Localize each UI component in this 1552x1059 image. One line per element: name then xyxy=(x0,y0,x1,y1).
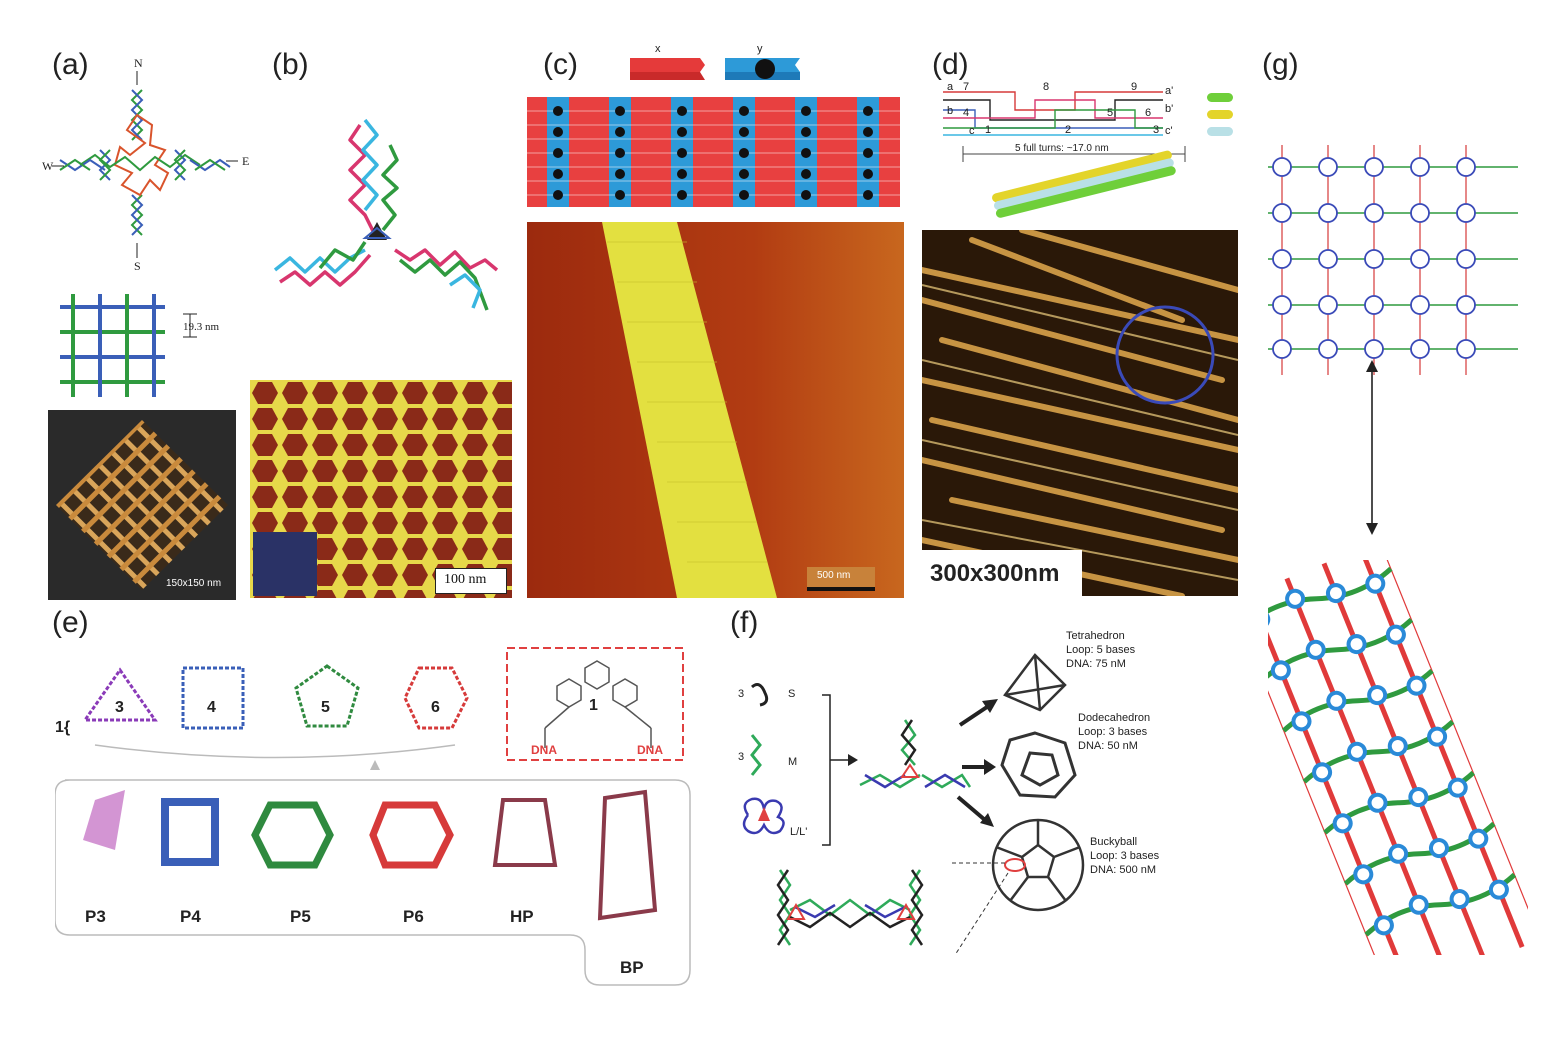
turns-label: 5 full turns: ~17.0 nm xyxy=(1015,143,1109,154)
strand-s-label: S xyxy=(788,688,795,700)
buckyball-name: Buckyball xyxy=(1090,836,1137,848)
scale-bar-box: 100 nm xyxy=(435,568,507,594)
prism-bp-label: BP xyxy=(620,958,644,977)
segment-1: 1 xyxy=(985,124,991,136)
dna-label-left: DNA xyxy=(531,743,557,757)
tiles-x-y-diagram: x y xyxy=(630,43,800,80)
fft-inset xyxy=(253,532,317,596)
panel-d-label: (d) xyxy=(932,48,969,81)
segment-2: 2 xyxy=(1065,124,1071,136)
segment-5: 5 xyxy=(1107,107,1113,119)
polyhedra-assembly-diagram: 3 S 3 M L/L' Tetrahedron Loop: 5 bases D… xyxy=(738,630,1160,956)
six-helix-bundle-diagram: a b c a' b' c' 1 2 3 4 5 6 7 8 9 5 full … xyxy=(943,81,1233,218)
prism-hp-label: HP xyxy=(510,907,534,926)
afm-scan-size: 150x150 nm xyxy=(166,578,222,589)
afm-image-bundles: 300x300nm xyxy=(922,230,1238,596)
segment-7: 7 xyxy=(963,81,969,93)
ring-5-label: 5 xyxy=(321,699,330,716)
prism-p6-label: P6 xyxy=(403,907,424,926)
linker-prefix: 1{ xyxy=(55,719,70,736)
buckyball-loop: Loop: 3 bases xyxy=(1090,850,1160,862)
molecule-number: 1 xyxy=(589,697,598,714)
double-arrow xyxy=(1366,360,1378,535)
tile-array-diagram xyxy=(527,97,900,207)
afm-image-hexagonal-lattice: 100 nm xyxy=(250,380,512,598)
tetrahedron-dna: DNA: 75 nM xyxy=(1066,658,1126,670)
segment-8: 8 xyxy=(1043,81,1049,93)
buckyball-dna: DNA: 500 nM xyxy=(1090,864,1156,876)
strand-label-b-prime: b' xyxy=(1165,103,1173,115)
segment-9: 9 xyxy=(1131,81,1137,93)
prism-p3-label: P3 xyxy=(85,907,106,926)
panel-a-label: (a) xyxy=(52,48,89,81)
tile-y-label: y xyxy=(757,43,763,55)
scale-bar-line-c xyxy=(807,587,875,591)
panel-b-label: (b) xyxy=(272,48,309,81)
ring-6-label: 6 xyxy=(431,699,440,716)
afm-scan-size-d: 300x300nm xyxy=(930,560,1060,587)
ring-3-label: 3 xyxy=(115,699,124,716)
dodecahedron-name: Dodecahedron xyxy=(1078,712,1150,724)
strand-m-num: 3 xyxy=(738,751,744,763)
tube-lattice-diagram xyxy=(1268,560,1528,955)
strand-label-b: b xyxy=(947,105,953,117)
scale-bar-label-c: 500 nm xyxy=(817,570,851,581)
panel-g-label: (g) xyxy=(1262,48,1299,81)
strand-label-a: a xyxy=(947,81,954,93)
strand-label-c-prime: c' xyxy=(1165,125,1173,137)
tetrahedron-name: Tetrahedron xyxy=(1066,630,1125,642)
panel-c-label: (c) xyxy=(543,48,578,81)
strand-label-a-prime: a' xyxy=(1165,85,1173,97)
planar-lattice-diagram xyxy=(1268,145,1518,375)
compass-e: E xyxy=(242,154,249,168)
prism-p4-label: P4 xyxy=(180,907,201,926)
dodecahedron-loop: Loop: 3 bases xyxy=(1078,726,1148,738)
strand-m-text: M xyxy=(788,756,797,768)
dodecahedron-dna: DNA: 50 nM xyxy=(1078,740,1138,752)
square-lattice-diagram: 19.3 nm xyxy=(60,294,220,397)
panel-f-label: (f) xyxy=(730,606,759,639)
strand-label-c: c xyxy=(969,125,975,137)
tile-x-label: x xyxy=(655,43,661,55)
compass-w: W xyxy=(42,159,54,173)
compass-n: N xyxy=(134,56,143,70)
afm-image-square-lattice: 150x150 nm xyxy=(48,410,236,600)
strand-l-label: L/L' xyxy=(790,826,807,838)
segment-6: 6 xyxy=(1145,107,1151,119)
segment-4: 4 xyxy=(963,107,969,119)
strand-s-num: 3 xyxy=(738,688,744,700)
tetrahedron-loop: Loop: 5 bases xyxy=(1066,644,1136,656)
afm-label-box-d: 300x300nm xyxy=(922,550,1082,596)
ring-4-label: 4 xyxy=(207,699,216,716)
scale-bar-label: 100 nm xyxy=(444,572,487,587)
afm-image-ribbon: 500 nm xyxy=(527,222,904,598)
prism-p5-label: P5 xyxy=(290,907,311,926)
lattice-spacing-label: 19.3 nm xyxy=(183,321,220,333)
dna-label-right: DNA xyxy=(637,743,663,757)
three-point-star-tile-diagram xyxy=(273,118,499,311)
scale-bar-box-c: 500 nm xyxy=(807,567,875,587)
prism-assembly-diagram: 3 4 5 6 1{ 1 DNA DNA P3 P4 P5 P6 HP BP xyxy=(55,647,691,986)
segment-3: 3 xyxy=(1153,124,1159,136)
compass-s: S xyxy=(134,259,141,273)
four-arm-tile-diagram: N S W E xyxy=(42,56,249,273)
panel-e-label: (e) xyxy=(52,606,89,639)
